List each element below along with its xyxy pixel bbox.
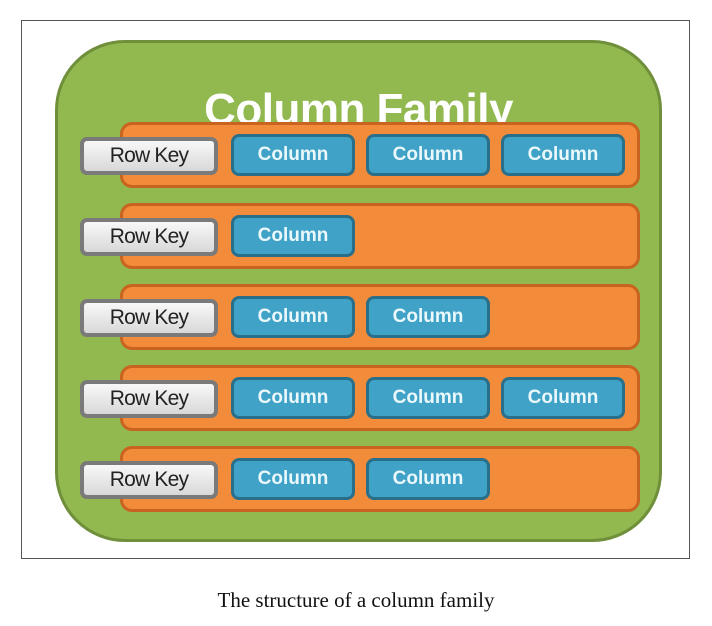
- column-cell: Column: [366, 458, 490, 500]
- row-key: Row Key: [80, 380, 218, 418]
- column-cell: Column: [231, 215, 355, 257]
- figure-caption: The structure of a column family: [217, 588, 495, 612]
- row: Row Key Column Column Column: [80, 122, 640, 188]
- column-cell: Column: [231, 458, 355, 500]
- row-key: Row Key: [80, 218, 218, 256]
- column-cell: Column: [366, 377, 490, 419]
- row-key: Row Key: [80, 137, 218, 175]
- column-cell: Column: [231, 134, 355, 176]
- row: Row Key Column Column: [80, 446, 640, 512]
- columns-group: Column Column: [231, 296, 490, 338]
- row-key: Row Key: [80, 299, 218, 337]
- columns-group: Column Column Column: [231, 134, 625, 176]
- column-cell: Column: [501, 134, 625, 176]
- column-cell: Column: [231, 377, 355, 419]
- columns-group: Column Column: [231, 458, 490, 500]
- column-cell: Column: [366, 296, 490, 338]
- row-key: Row Key: [80, 461, 218, 499]
- column-cell: Column: [501, 377, 625, 419]
- columns-group: Column: [231, 215, 355, 257]
- column-cell: Column: [366, 134, 490, 176]
- column-cell: Column: [231, 296, 355, 338]
- row: Row Key Column: [80, 203, 640, 269]
- row: Row Key Column Column: [80, 284, 640, 350]
- columns-group: Column Column Column: [231, 377, 625, 419]
- row: Row Key Column Column Column: [80, 365, 640, 431]
